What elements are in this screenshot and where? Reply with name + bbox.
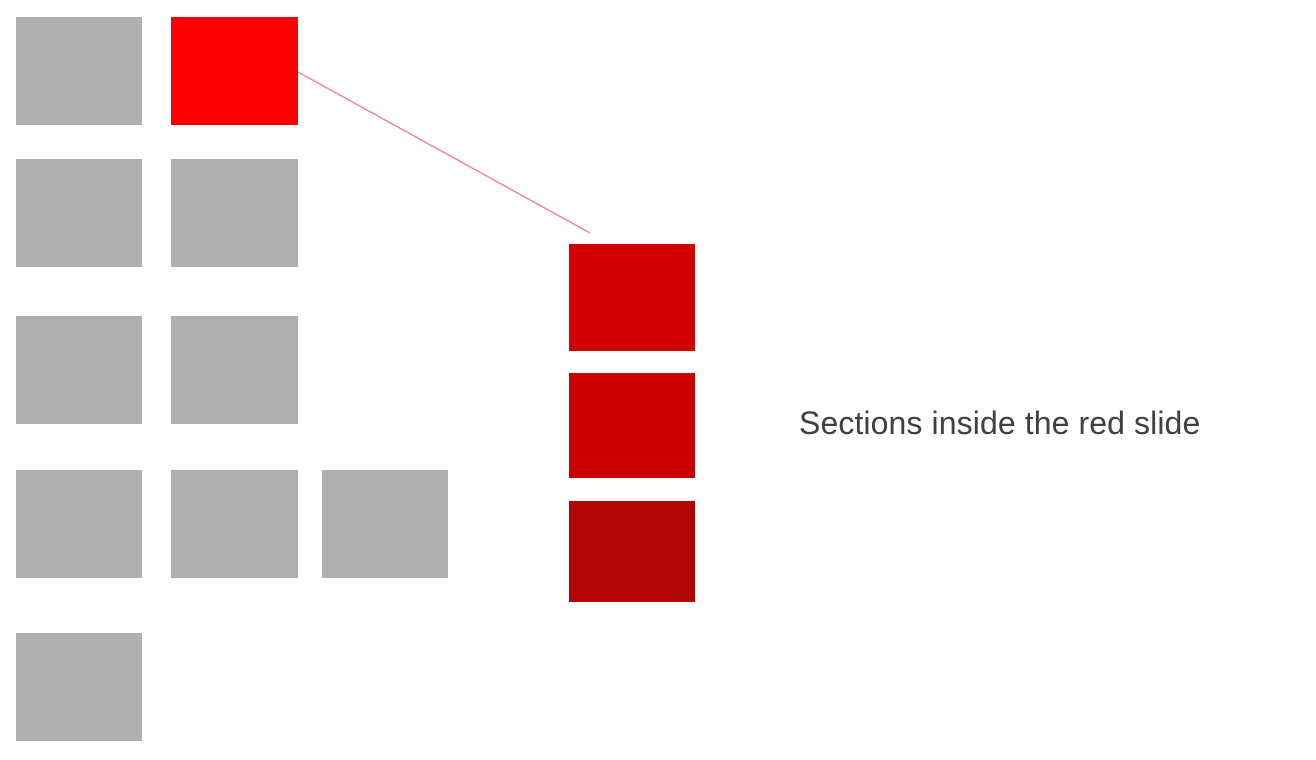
slide-thumbnail[interactable] [16, 159, 142, 267]
section-block[interactable] [569, 501, 695, 602]
slide-thumbnail[interactable] [16, 316, 142, 424]
slide-thumbnail[interactable] [171, 316, 298, 424]
slide-thumbnail[interactable] [16, 633, 142, 741]
slide-thumbnail[interactable] [16, 17, 142, 125]
slide-thumbnail[interactable] [322, 470, 448, 578]
section-block[interactable] [569, 244, 695, 351]
sections-caption: Sections inside the red slide [799, 405, 1201, 441]
connector-line [297, 71, 591, 234]
slide-thumbnail[interactable] [171, 159, 298, 267]
slide-thumbnail[interactable] [171, 470, 298, 578]
slide-thumbnail[interactable] [16, 470, 142, 578]
slide-thumbnail-selected[interactable] [171, 17, 298, 125]
section-block[interactable] [569, 373, 695, 478]
